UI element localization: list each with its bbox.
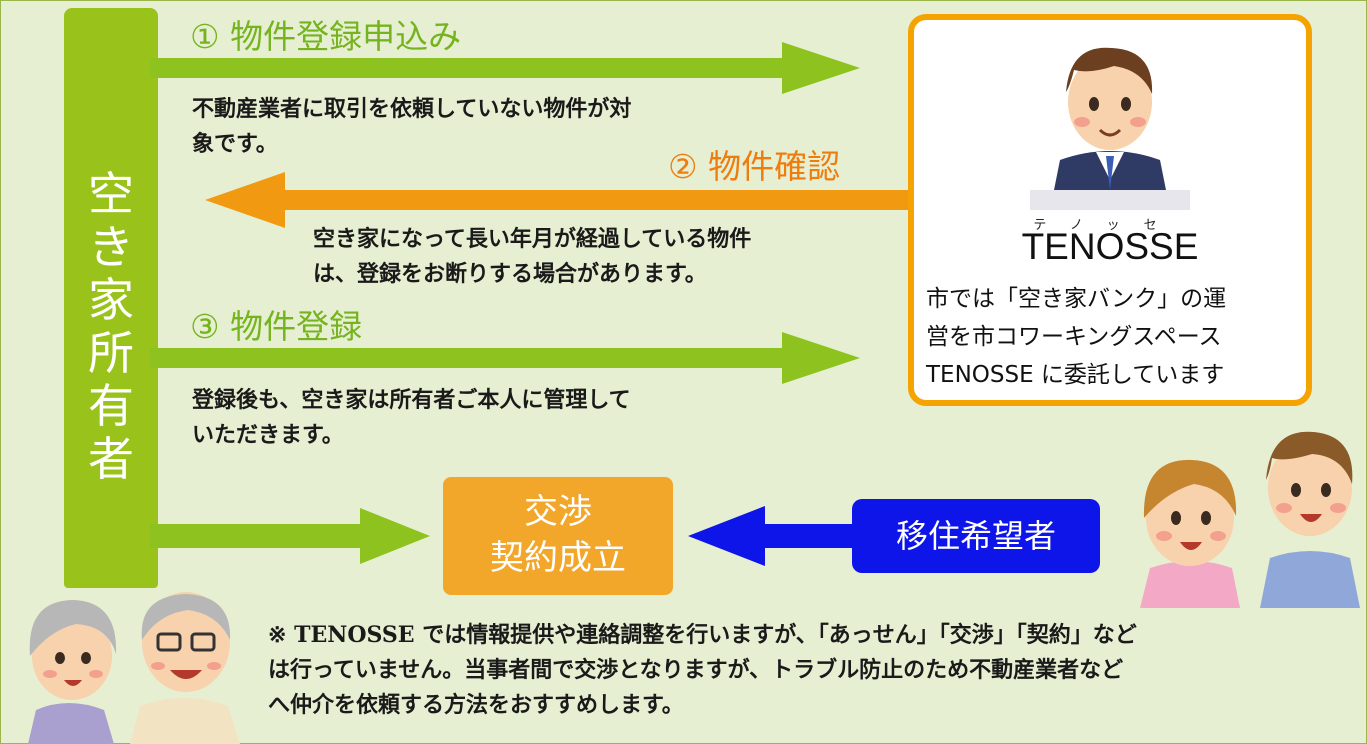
staff-illustration: [1030, 47, 1190, 210]
couple-illustration: [1140, 431, 1360, 608]
step1-description: 不動産業者に取引を依頼していない物件が対象です。: [192, 96, 632, 157]
arrow-to-deal-from-mover: [688, 506, 855, 566]
disclaimer-note: ※ TENOSSE では情報提供や連絡調整を行いますが、「あっせん」「交渉」「契…: [268, 622, 1137, 718]
deal-box: 交渉契約成立: [443, 477, 673, 595]
step1-label: ① 物件登録申込み: [190, 17, 462, 56]
arrow-to-deal: [150, 508, 430, 564]
owner-label: 空き家 所有者: [88, 167, 134, 486]
owner-bar: [64, 8, 158, 588]
arrow-step2: [205, 172, 915, 228]
step3-description: 登録後も、空き家は所有者ご本人に管理していただきます。: [192, 387, 631, 448]
step2-label: ② 物件確認: [668, 147, 841, 186]
arrow-step1: [150, 42, 860, 94]
tenosse-ruby: テノッセ: [1033, 218, 1181, 233]
step3-label: ③ 物件登録: [190, 307, 363, 346]
step2-description: 空き家になって長い年月が経過している物件は、登録をお断りする場合があります。: [313, 226, 752, 287]
arrow-step3: [150, 332, 860, 384]
mover-box: 移住希望者: [852, 499, 1100, 573]
tenosse-name: TENOSSE: [1021, 226, 1199, 267]
elderly-couple-illustration: [28, 592, 240, 744]
